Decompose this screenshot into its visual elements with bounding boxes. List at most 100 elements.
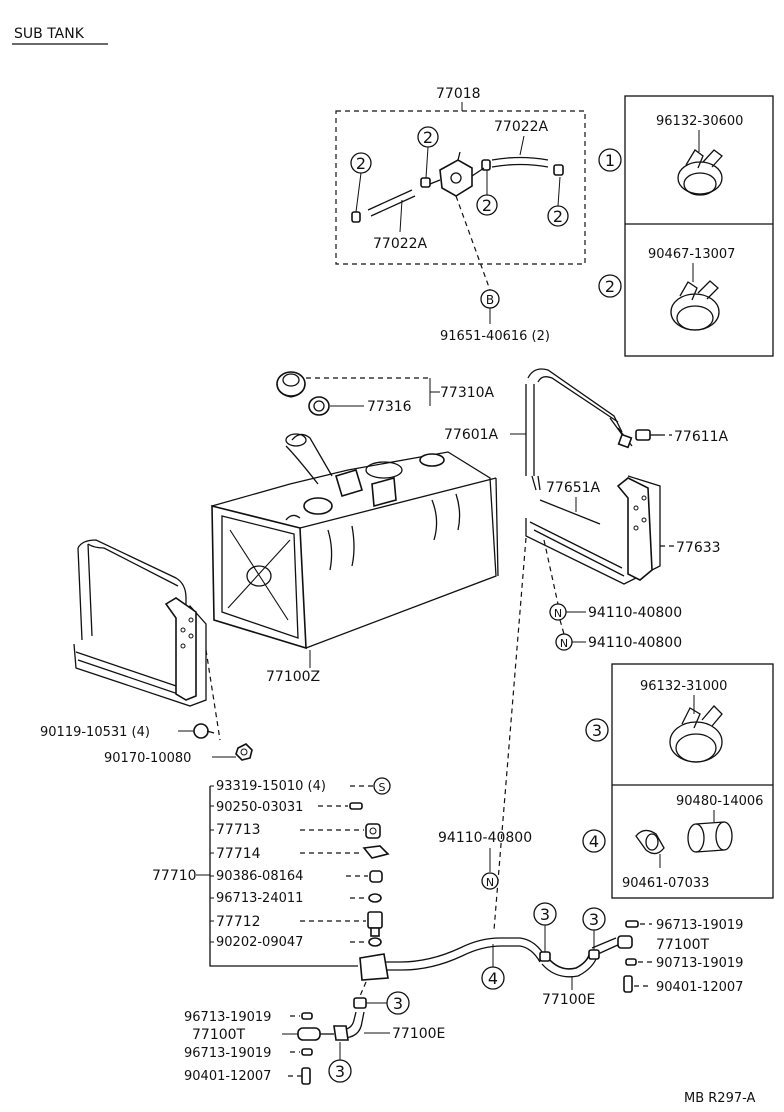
clip-marker-2a: 2 [350, 152, 372, 213]
part-77714: 77714 [216, 846, 261, 862]
legend-part-96132-30600: 96132-30600 [656, 114, 743, 129]
legend-marker-3: 3 [585, 718, 609, 742]
tank-part-label: 77100Z [266, 669, 320, 685]
pipe-hose-right-label: 77100E [542, 992, 595, 1008]
hose-clamp-icon-3 [669, 705, 723, 763]
part-96713-24011: 96713-24011 [216, 891, 303, 906]
hose-77022a-right [491, 156, 549, 168]
left-part-77100T: 77100T [192, 1027, 246, 1043]
svg-text:N: N [486, 876, 494, 889]
gasket-part-label: 77316 [367, 399, 412, 415]
svg-text:2: 2 [356, 154, 366, 173]
svg-text:2: 2 [605, 277, 615, 296]
fuel-valve-icon [429, 151, 485, 197]
nut-part-label-1: 94110-40800 [588, 605, 682, 621]
legend-box-clamps-34 [611, 663, 774, 899]
pipe-clamp-icon [635, 829, 665, 855]
right-part-90713-19019: 90713-19019 [656, 956, 743, 971]
valve-77713-icon [365, 823, 381, 839]
svg-text:N: N [554, 607, 562, 620]
svg-text:3: 3 [335, 1062, 345, 1081]
part-77712: 77712 [216, 914, 261, 930]
band-lower-label: 77651A [546, 480, 601, 496]
svg-text:B: B [486, 293, 494, 307]
pipe-clamp-marker-4: 4 [481, 966, 505, 990]
group-77018-label: 77018 [436, 86, 481, 102]
washer-90170-icon [235, 743, 253, 761]
svg-text:4: 4 [488, 969, 498, 988]
svg-text:3: 3 [393, 994, 403, 1013]
right-tank-band [525, 368, 661, 585]
washer-left-label: 90170-10080 [104, 751, 191, 766]
part-90386-08164: 90386-08164 [216, 869, 303, 884]
nut-part-label-2: 94110-40800 [588, 635, 682, 651]
hose-77022a-left [367, 189, 416, 217]
legend-part-90480-14006: 90480-14006 [676, 794, 763, 809]
pipe-clip-marker-3b: 3 [582, 907, 606, 931]
screw-marker-s: S [373, 777, 391, 795]
nut-marker-n1: N [549, 603, 567, 621]
part-93319-15010: 93319-15010 (4) [216, 779, 326, 794]
lower-union-icon [297, 1027, 334, 1041]
legend-part-96132-31000: 96132-31000 [640, 679, 727, 694]
band-bolt-label: 77611A [674, 429, 729, 445]
valve-77712-icon [367, 911, 383, 937]
lower-hose-label: 77100E [392, 1026, 445, 1042]
fuel-tank-body [211, 433, 499, 650]
bolt-left-label: 90119-10531 (4) [40, 725, 150, 740]
legend-marker-1: 1 [598, 148, 622, 172]
clip-marker-2d: 2 [547, 176, 569, 227]
svg-text:N: N [560, 637, 568, 650]
lower-clip-marker-3a: 3 [386, 991, 410, 1015]
gasket-77714-icon [362, 845, 390, 859]
lower-clip-marker-3b: 3 [328, 1059, 352, 1083]
right-part-77100T: 77100T [656, 937, 710, 953]
group-77018-box [335, 110, 586, 265]
clip-marker-2b: 2 [417, 126, 439, 179]
part-90202-09047: 90202-09047 [216, 935, 303, 950]
part-77713: 77713 [216, 822, 261, 838]
fuel-pipe [359, 935, 633, 981]
pipe-nut-marker-n: N [481, 872, 499, 890]
right-part-90401-12007: 90401-12007 [656, 980, 743, 995]
bolt-marker-b: B [480, 289, 500, 309]
diagram-reference-code: MB R297-A [684, 1091, 756, 1106]
legend-box-clips-12 [624, 95, 774, 357]
nut-marker-n2: N [555, 633, 573, 651]
svg-text:2: 2 [553, 207, 563, 226]
hose-clamp-icon-2 [670, 280, 720, 331]
part-90250-03031: 90250-03031 [216, 800, 303, 815]
bolt-part-label: 91651-40616 (2) [440, 329, 550, 344]
pipe-clip-marker-3a: 3 [533, 902, 557, 926]
grommet-icon [687, 821, 733, 853]
band-bolt-icon [635, 429, 660, 441]
left-tank-band [73, 539, 207, 707]
lower-hose-icon [333, 1011, 365, 1041]
cap-part-label: 77310A [440, 385, 495, 401]
right-part-96713-19019: 96713-19019 [656, 918, 743, 933]
valve-group-label: 77710 [152, 868, 197, 884]
page-title: SUB TANK [14, 26, 85, 42]
bracket-label: 77633 [676, 540, 721, 556]
right-bolt-icon [623, 975, 633, 993]
svg-text:4: 4 [589, 832, 599, 851]
band-upper-label: 77601A [444, 427, 499, 443]
legend-part-90461-07033: 90461-07033 [622, 876, 709, 891]
hose-clamp-icon-1 [677, 149, 723, 196]
left-part-96713-19019-a: 96713-19019 [184, 1010, 271, 1025]
fuel-cap-icon [276, 371, 306, 398]
hose-label-top: 77022A [494, 119, 549, 135]
svg-text:3: 3 [592, 721, 602, 740]
svg-text:1: 1 [605, 151, 615, 170]
legend-part-90467-13007: 90467-13007 [648, 247, 735, 262]
bolt-90119-icon [193, 723, 215, 739]
valve-group-part-list: 93319-15010 (4) 90250-03031 77713 77714 … [216, 779, 326, 950]
left-part-96713-19019-b: 96713-19019 [184, 1046, 271, 1061]
legend-marker-4: 4 [582, 829, 606, 853]
svg-text:3: 3 [540, 905, 550, 924]
legend-marker-2: 2 [598, 274, 622, 298]
pipe-nut-part-label: 94110-40800 [438, 830, 532, 846]
svg-text:2: 2 [482, 196, 492, 215]
svg-text:3: 3 [589, 910, 599, 929]
